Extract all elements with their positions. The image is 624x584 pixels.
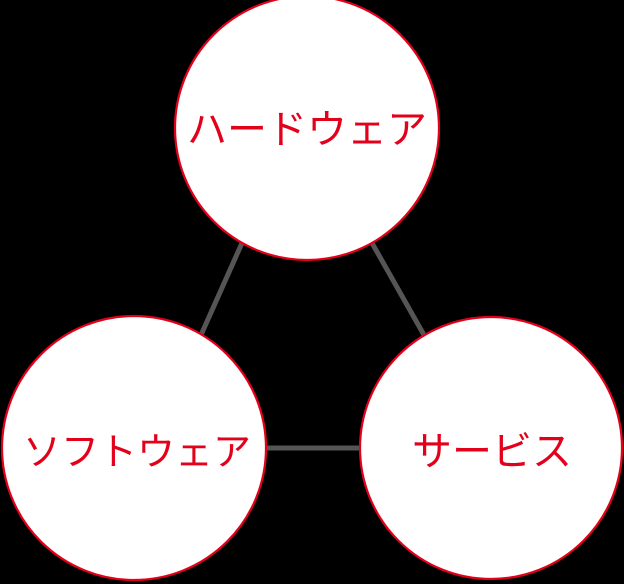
node-service-label: サービス bbox=[412, 429, 572, 475]
node-software[interactable]: ソフトウェア bbox=[0, 314, 268, 582]
node-software-label: ソフトウェア bbox=[23, 430, 251, 474]
node-service[interactable]: サービス bbox=[358, 315, 624, 581]
edge-hardware-service[interactable] bbox=[369, 241, 427, 337]
node-hardware[interactable]: ハードウェア bbox=[173, 0, 441, 262]
node-hardware-label: ハードウェア bbox=[187, 107, 427, 153]
node-hardware-circle[interactable] bbox=[173, 0, 441, 262]
edge-hardware-software[interactable] bbox=[198, 241, 245, 337]
node-software-circle[interactable] bbox=[0, 314, 268, 582]
edge-layer bbox=[198, 241, 427, 451]
node-service-circle[interactable] bbox=[358, 315, 624, 581]
